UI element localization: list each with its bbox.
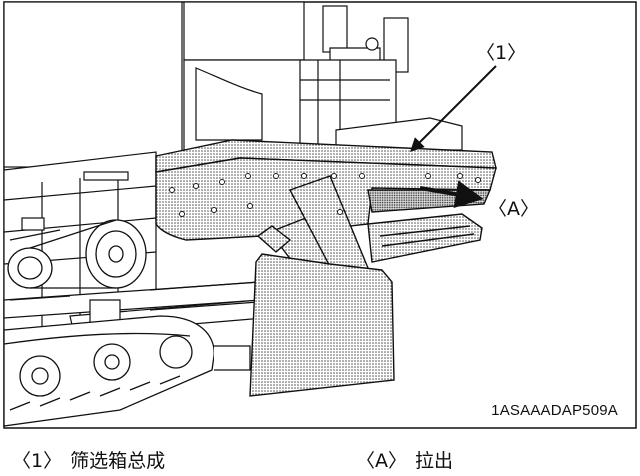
figure-code: 1ASAAADAP509A <box>491 402 618 419</box>
illustration <box>3 1 637 429</box>
sieve-box-assembly <box>155 139 497 397</box>
legend-text-1: 筛选箱总成 <box>70 450 166 472</box>
legend-text-a: 拉出 <box>415 450 454 472</box>
crawler-track <box>3 315 251 427</box>
legend-key-1: 〈1〉 <box>12 450 63 472</box>
legend-item-a: 〈A〉拉出 <box>356 446 453 473</box>
legend-item-1: 〈1〉筛选箱总成 <box>12 446 165 473</box>
callout-1-label: 〈1〉 <box>476 42 527 64</box>
pulleys <box>7 219 147 301</box>
pull-out-arrow <box>419 180 484 208</box>
callout-a-label: 〈A〉 <box>488 198 539 220</box>
background-structure <box>3 1 463 341</box>
leader-arrows <box>410 65 497 208</box>
machine-drawing <box>3 1 637 429</box>
callout-1-arrow <box>410 65 497 152</box>
legend-key-a: 〈A〉 <box>356 450 407 472</box>
